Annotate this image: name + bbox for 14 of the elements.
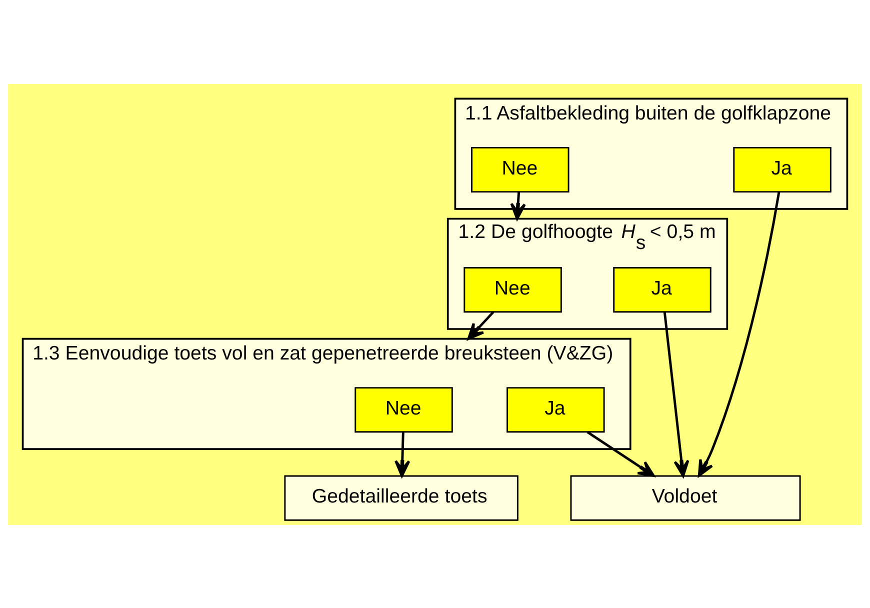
arrow: [663, 311, 690, 477]
node-box: Nee: [464, 266, 562, 312]
node-box: Ja: [506, 386, 605, 432]
arrow: [394, 432, 410, 477]
arrow: [586, 430, 655, 476]
node-box: Nee: [471, 146, 570, 192]
node-box: Gedetailleerde toets: [284, 474, 518, 520]
node-box: Voldoet: [570, 474, 801, 520]
arrow: [698, 191, 780, 476]
arrow: [510, 191, 526, 220]
node-box: Ja: [613, 266, 712, 312]
node-box: Nee: [354, 386, 453, 432]
node-box: Ja: [733, 146, 832, 192]
arrow: [467, 310, 494, 340]
